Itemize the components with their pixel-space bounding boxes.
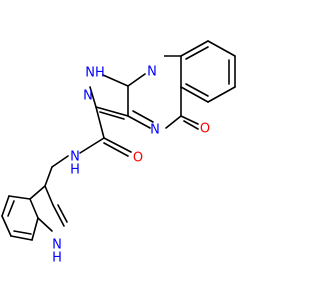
ethyl-linker bbox=[44, 155, 69, 187]
atom-h-amide: H bbox=[70, 163, 80, 178]
atom-n-amide: N bbox=[70, 150, 80, 165]
atom-o-amide: O bbox=[133, 151, 143, 166]
benzo-ring bbox=[180, 40, 236, 103]
pyrimidinone-ring bbox=[127, 55, 199, 130]
atom-h-indole: H bbox=[52, 251, 62, 266]
atom-o-ring-carbonyl: O bbox=[200, 122, 210, 137]
atom-n-pyrimidine: N bbox=[150, 123, 160, 138]
amide-group bbox=[79, 106, 132, 157]
atom-labels: N NH N N O N H O N H bbox=[52, 48, 210, 266]
molecule-structure-diagram: N NH N N O N H O N H bbox=[1, 40, 236, 266]
triazole-ring bbox=[89, 74, 129, 120]
atom-n-indole: N bbox=[52, 238, 62, 253]
atom-n-triazole-bridge: N bbox=[147, 65, 157, 80]
atom-nh-triazole: NH bbox=[85, 66, 105, 81]
indole-ring bbox=[1, 185, 68, 241]
atom-n-triazole-3: N bbox=[83, 89, 93, 104]
